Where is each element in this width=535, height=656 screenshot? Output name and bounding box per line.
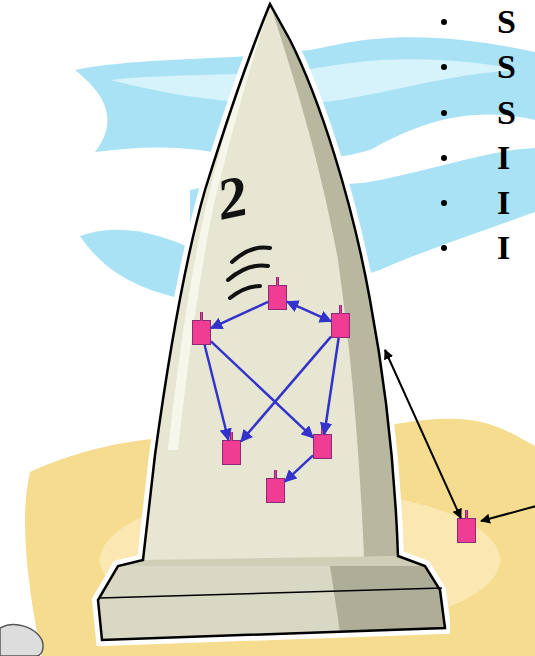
process-box <box>457 518 476 543</box>
arrow-connector <box>287 302 331 322</box>
brush-stroke <box>232 248 270 262</box>
process-box <box>268 285 287 310</box>
tower-art <box>98 4 445 640</box>
arrow-connector <box>211 341 313 437</box>
tower-highlight <box>168 12 268 450</box>
tower-outline <box>90 0 450 656</box>
bullet-dots <box>441 19 447 251</box>
tower-halo <box>98 4 445 640</box>
box-stem <box>230 432 233 441</box>
tower-body <box>98 4 445 640</box>
box-stem <box>321 426 324 435</box>
process-box <box>331 313 350 338</box>
rock <box>0 625 43 656</box>
arrow-connector <box>211 302 268 328</box>
arrow-connector <box>241 337 331 442</box>
tower-obelisk: 2 <box>90 0 450 656</box>
tower-shade <box>270 4 398 557</box>
tower-outline-stroke <box>98 4 445 640</box>
brush-stroke <box>230 286 260 298</box>
tower-base-top <box>118 556 425 566</box>
bullet-text: S <box>497 93 516 133</box>
process-box <box>313 434 332 459</box>
arrow-connector <box>324 338 338 434</box>
tower-base-shade <box>330 566 445 632</box>
bullet-dot <box>441 64 447 70</box>
bullet-dot <box>441 155 447 161</box>
box-stem <box>465 510 468 519</box>
incoming-arrow <box>481 505 535 521</box>
bullet-dot <box>441 245 447 251</box>
arrow-connector <box>385 350 461 518</box>
bullet-dot <box>441 19 447 25</box>
bullet-text: I <box>497 138 510 178</box>
box-stem <box>274 470 277 479</box>
bullet-dot <box>441 110 447 116</box>
bullet-text: S <box>497 47 516 87</box>
tower-base-line <box>100 588 442 598</box>
bullet-text: S <box>497 2 516 42</box>
process-box <box>222 440 241 465</box>
bullet-text: I <box>497 228 510 268</box>
arrow-connector <box>205 345 229 440</box>
brush-stroke <box>228 266 268 280</box>
box-stem <box>339 305 342 314</box>
process-box <box>192 320 211 345</box>
box-stem <box>200 312 203 321</box>
box-stem <box>276 277 279 286</box>
process-box <box>266 478 285 503</box>
arrow-connector <box>285 455 313 481</box>
bullet-dot <box>441 200 447 206</box>
bullet-text: I <box>497 183 510 223</box>
